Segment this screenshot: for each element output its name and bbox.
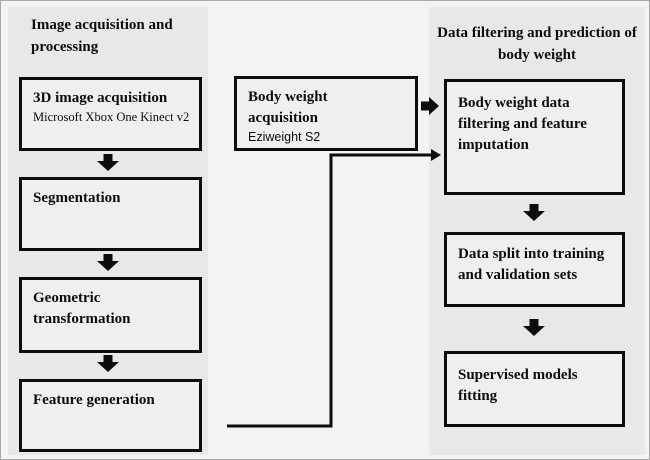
- left-panel-heading: Image acquisition and processing: [31, 17, 173, 55]
- box-title: Body weight data filtering and feature i…: [458, 95, 587, 153]
- box-subtitle: Microsoft Xbox One Kinect v2: [33, 110, 190, 124]
- box-body-weight-acquisition: Body weight acquisition Eziweight S2: [234, 76, 418, 151]
- box-title: Segmentation: [33, 190, 121, 206]
- right-panel-heading: Data filtering and prediction of body we…: [437, 25, 637, 63]
- box-feature-generation: Feature generation: [19, 379, 202, 452]
- box-supervised-models-fitting: Supervised models fitting: [444, 351, 625, 427]
- box-3d-image-acquisition: 3D image acquisition Microsoft Xbox One …: [19, 77, 202, 151]
- box-title: Feature generation: [33, 392, 155, 408]
- box-title: Data split into training and validation …: [458, 246, 605, 283]
- box-geometric-transformation: Geometric transformation: [19, 277, 202, 353]
- box-title: 3D image acquisition: [33, 90, 168, 106]
- box-title: Supervised models fitting: [458, 367, 578, 404]
- box-segmentation: Segmentation: [19, 177, 202, 251]
- box-subtitle: Eziweight S2: [248, 130, 321, 144]
- box-data-filtering-imputation: Body weight data filtering and feature i…: [444, 79, 625, 195]
- box-data-split: Data split into training and validation …: [444, 232, 625, 307]
- feature-to-filter-connector: [227, 153, 432, 428]
- box-title: Geometric transformation: [33, 290, 131, 327]
- box-title: Body weight acquisition: [248, 89, 328, 126]
